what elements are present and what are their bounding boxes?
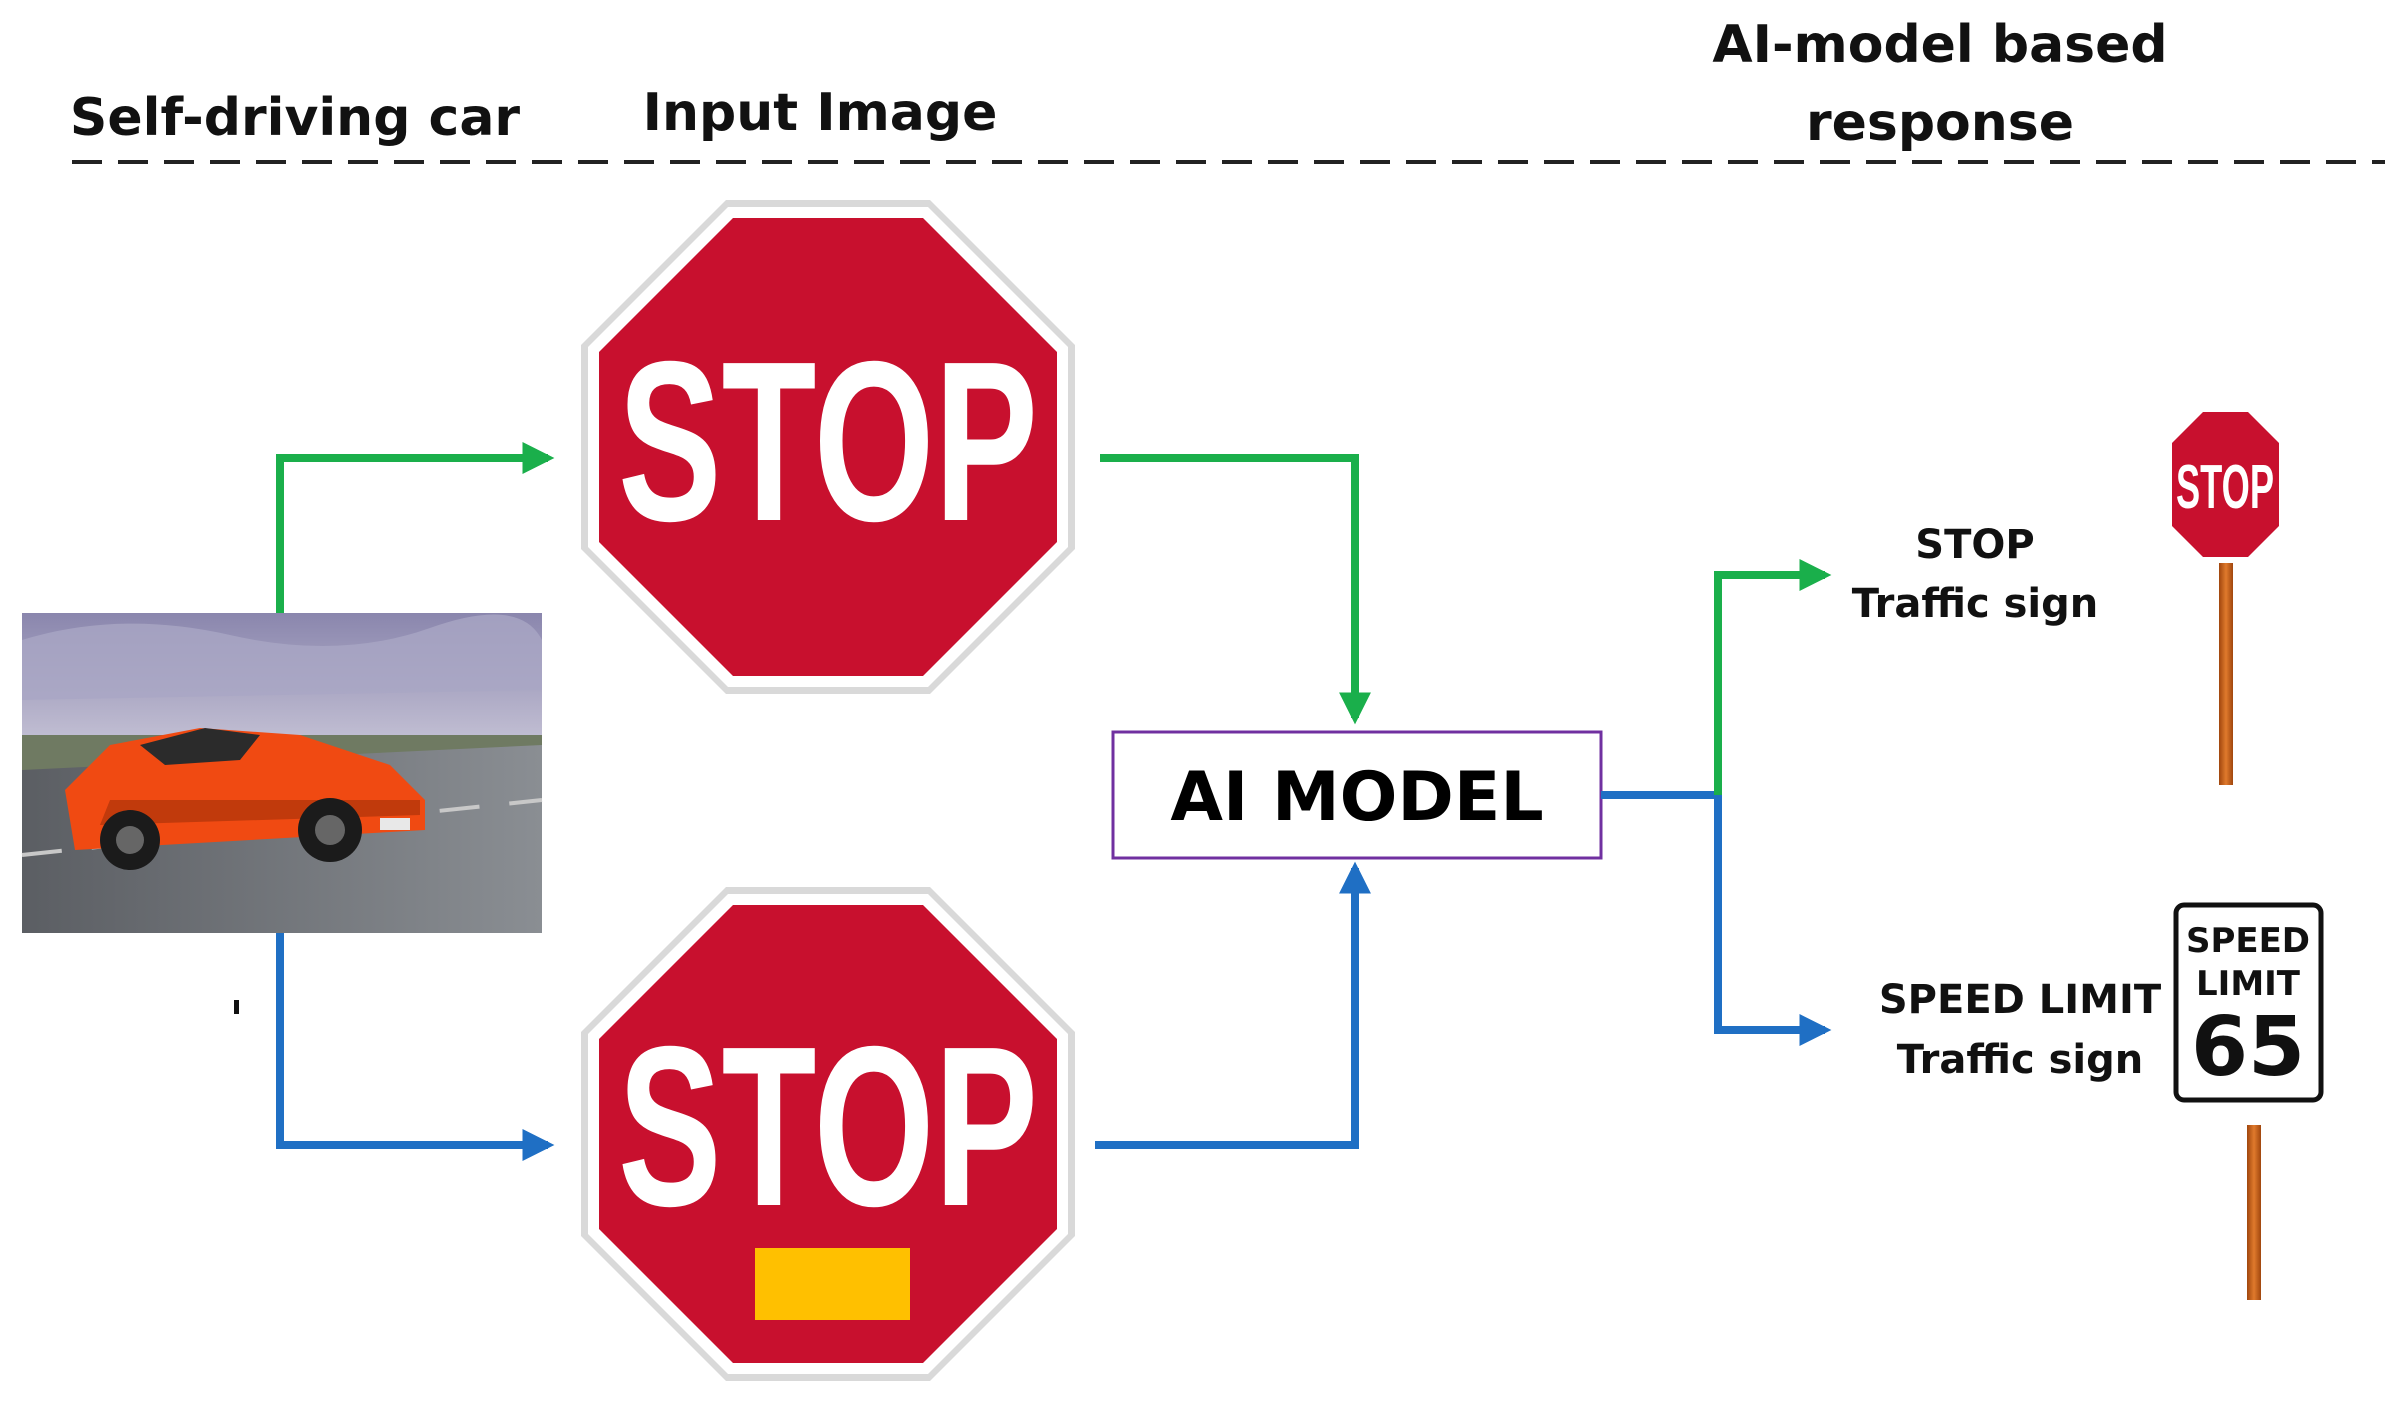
- green-path-stop-to-model: [1100, 454, 1371, 725]
- speed-sign-word2: LIMIT: [2196, 964, 2301, 1004]
- stop-sign-clean-text: STOP: [618, 315, 1038, 569]
- header-response-line1: AI-model based: [1712, 15, 2167, 75]
- output-speed-sub: Traffic sign: [1897, 1037, 2143, 1083]
- output-speed-label: SPEED LIMIT: [1879, 977, 2162, 1023]
- stop-sign-icon: STOP: [2166, 406, 2285, 785]
- ai-model-label: AI MODEL: [1170, 758, 1543, 837]
- header-input-image: Input Image: [643, 83, 998, 143]
- header-self-driving-car: Self-driving car: [70, 88, 521, 148]
- output-stop-sub: Traffic sign: [1852, 581, 2098, 627]
- ai-model-box: AI MODEL: [1111, 730, 1603, 860]
- stop-sign-attacked-text: STOP: [618, 1000, 1038, 1254]
- stop-sign-clean: STOP: [581, 200, 1075, 694]
- speed-sign-word1: SPEED: [2186, 921, 2310, 961]
- car-photo: [21, 613, 543, 933]
- speed-limit-sign-icon: SPEED LIMIT 65: [2173, 902, 2324, 1300]
- blue-path-stop-to-model: [1095, 861, 1371, 1149]
- green-path-car-to-stop: [276, 442, 555, 613]
- green-output-branch: [1714, 559, 1832, 795]
- output-stop-label: STOP: [1915, 522, 2034, 568]
- stop-sign-icon-text: STOP: [2176, 453, 2274, 522]
- adversarial-sticker: [755, 1248, 910, 1320]
- header-response-line2: response: [1806, 93, 2074, 153]
- stray-mark: [234, 1000, 239, 1014]
- blue-path-car-to-stop: [276, 933, 555, 1161]
- stop-sign-attacked: STOP: [581, 887, 1075, 1381]
- speed-sign-number: 65: [2191, 1000, 2305, 1095]
- blue-output-branch: [1714, 795, 1832, 1046]
